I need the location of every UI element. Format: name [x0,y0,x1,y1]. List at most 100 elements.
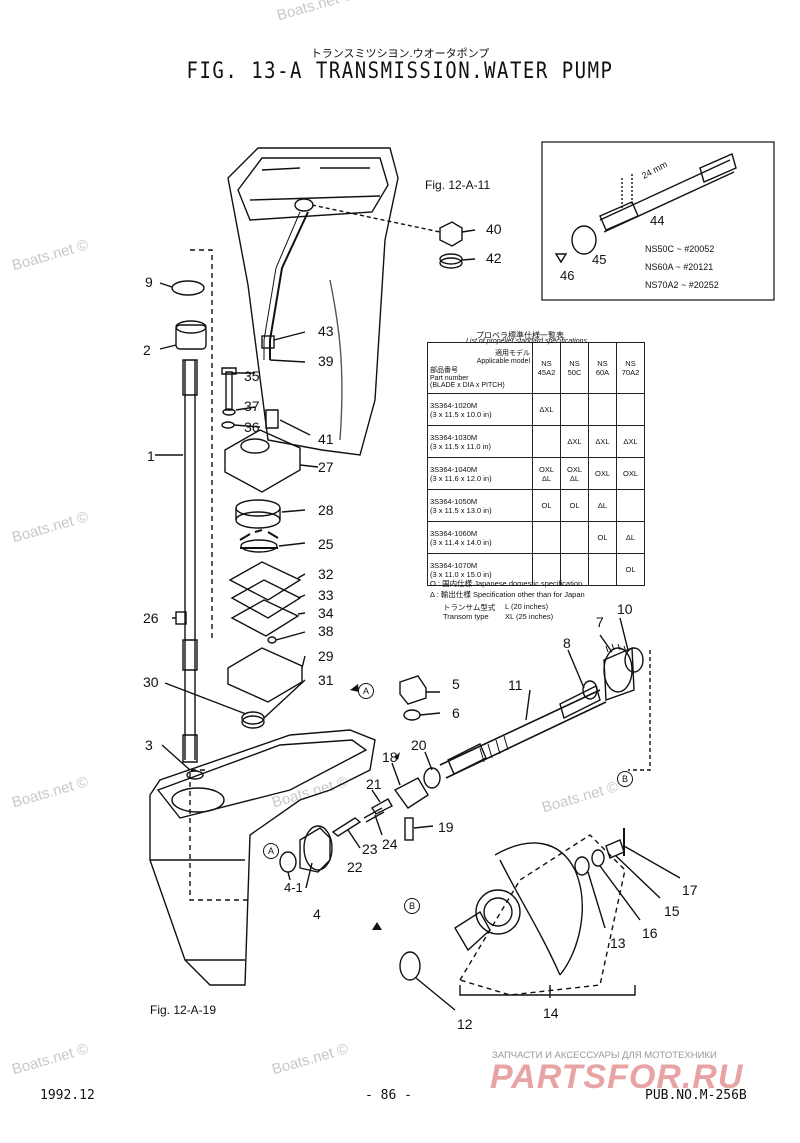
spec-cell [616,393,645,426]
callout-7: 7 [596,614,604,630]
part-16-drawing [591,849,605,867]
inset-part-46 [554,253,568,264]
part-dims: (3 x 11.4 x 14.0 in) [430,537,492,547]
lower-casing-bore [171,787,225,813]
part-2-drawing-top [175,320,207,334]
part-4-1-drawing [279,851,297,873]
spec-cell: ΔXL [532,393,561,426]
page-title: FIG. 13-A TRANSMISSION.WATER PUMP [186,58,614,84]
part-14-bracket [459,985,636,996]
part-25-hub [240,539,278,553]
part-dims: (3 x 11.6 x 12.0 in) [430,473,492,483]
callout-23: 23 [362,841,378,857]
legend-en: Japanese domestic specification [474,579,583,588]
spec-header-cell: 適用モデル Applicable model 部品番号 Part number … [427,342,533,394]
spec-cell: OXL ΔL [560,457,589,490]
spec-cell: OXL ΔL [532,457,561,490]
part-35-drawing [221,367,237,411]
drive-shaft [184,360,196,760]
callout-8: 8 [563,635,571,651]
inset-note-ns70a2: NS70A2 ~ #20252 [645,280,719,290]
part-6-drawing [403,709,421,721]
drive-shaft-pinion-end [182,734,198,763]
callout-44: 44 [650,213,665,228]
spec-cell: OL [588,521,617,554]
arrow-head [372,922,382,930]
callout-33: 33 [318,587,334,603]
ref-fig-12-a-11: Fig. 12-A-11 [425,178,491,192]
spec-cell [560,553,589,586]
part-4-gear [303,825,333,871]
callout-9: 9 [145,274,153,290]
marker-a: A [358,683,374,699]
spec-caption-en: List of propeller standard specification… [466,338,588,345]
spec-row: 3S364-1060M(3 x 11.4 x 14.0 in) OL ΔL [427,521,645,554]
part-dims: (3 x 11.5 x 11.0 in) [430,441,492,451]
callout-46: 46 [560,268,575,283]
transom-l: L (20 inches) [505,602,549,611]
legend-row: O : 国内仕様 Japanese domestic specification [430,578,582,589]
part-number: 3S364-1060M [430,528,478,538]
part-40-drawing [439,221,463,247]
water-tube-edge [263,211,301,360]
legend-row: Δ : 輸出仕様 Specification other than for Ja… [430,589,585,600]
spline-ticks [479,735,509,763]
part-31-drawing [241,715,265,729]
legend-jp: 国内仕様 [442,579,473,588]
spec-row: 3S364-1070M(3 x 11.0 x 15.0 in) OL [427,553,645,586]
callout-38: 38 [318,623,334,639]
part-18-drawing [393,777,429,809]
callout-31: 31 [318,672,334,688]
callout-30: 30 [143,674,159,690]
part-7-teeth [603,646,635,701]
part-5-drawing [399,675,427,705]
spec-cell: OL [532,489,561,522]
part-10-drawing [624,647,644,673]
leader-lines [155,229,476,771]
inset-note-ns50c: NS50C ~ #20052 [645,244,715,254]
part-number: 3S364-1040M [430,464,478,474]
tube-grommet-43 [261,335,275,349]
spec-cell: ΔXL [616,425,645,458]
callout-19: 19 [438,819,454,835]
arrow-head [395,752,400,760]
spec-row: 3S364-1050M(3 x 11.5 x 13.0 in) OL OL ΔL [427,489,645,522]
callout-42: 42 [486,250,502,266]
transom-label-en: Transom type [443,612,489,621]
part-cell: 3S364-1050M(3 x 11.5 x 13.0 in) [427,489,533,522]
callout-35: 35 [244,368,260,384]
site-tagline: ЗАПЧАСТИ И АКСЕССУАРЫ ДЛЯ МОТОТЕХНИКИ [492,1050,717,1061]
footer-page-number: - 86 - [365,1088,412,1103]
part-32-drawing [228,561,302,601]
propeller-blade [494,842,583,976]
callout-40: 40 [486,221,502,237]
spec-row: 3S364-1020M(3 x 11.5 x 10.0 in) ΔXL [427,393,645,426]
callout-27: 27 [318,459,334,475]
spec-cell: ΔL [588,489,617,522]
legend-jp: 輸出仕様 [440,590,471,599]
guide-line [628,650,651,771]
ref-fig-12-a-19: Fig. 12-A-19 [150,1003,217,1017]
part-25-drawing [239,529,279,549]
part-9-drawing [171,280,205,296]
part-number: 3S364-1020M [430,400,478,410]
marker-a: A [263,843,279,859]
footer-pub-number: PUB.NO.M-256B [645,1088,747,1103]
part-11-spline-rear [559,684,601,720]
model-header: NS 50C [560,342,589,394]
inset-shaft-rear [699,153,737,183]
model-header: NS 70A2 [616,342,645,394]
part-38-drawing [267,636,277,644]
arrow-head [350,684,359,692]
spec-row: 3S364-1030M(3 x 11.5 x 11.0 in) ΔXL ΔXL … [427,425,645,458]
callout-26: 26 [143,610,159,626]
model-header: NS 45A2 [532,342,561,394]
callout-24: 24 [382,836,398,852]
transom-xl: XL (25 inches) [505,612,554,621]
guide-line [189,769,250,901]
spec-cell [532,521,561,554]
guide-line [190,249,213,640]
spec-cell [532,425,561,458]
callout-12: 12 [457,1016,473,1032]
